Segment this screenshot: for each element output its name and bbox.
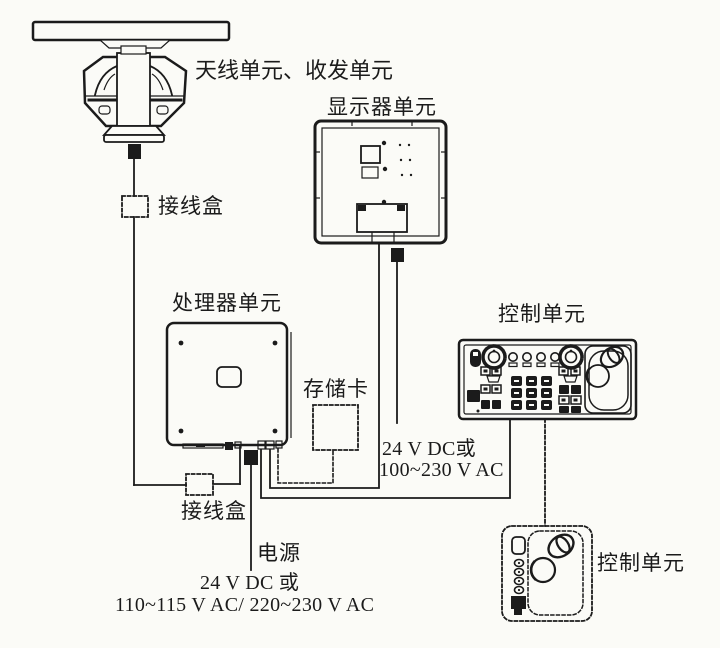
junction-box-antenna (121, 195, 149, 218)
junction-box-antenna-label: 接线盒 (158, 194, 224, 218)
display-unit-label: 显示器单元 (327, 95, 437, 119)
rear-panel-plate (360, 145, 381, 164)
display-power-spec-line2: 100~230 V AC (379, 459, 504, 481)
round-button-row (507, 351, 560, 368)
processor-power-spec-line2: 110~115 V AC/ 220~230 V AC (115, 594, 374, 616)
button-group-right (558, 366, 582, 413)
bottom-connector-strip (182, 440, 283, 450)
key-stacks-centre (511, 376, 552, 410)
rear-vent-dots (398, 143, 413, 177)
remote-palm-area (527, 530, 584, 616)
processor-case (165, 321, 289, 447)
monitor-rear-case (313, 119, 448, 245)
knob-left (481, 344, 507, 370)
memory-card-box (312, 404, 359, 451)
remote-left-controls (511, 536, 526, 615)
display-power-spec-line1: 24 V DC或 (382, 437, 476, 460)
pedestal-flare (101, 125, 167, 136)
display-signal-cable (269, 242, 380, 489)
button-group-left (480, 366, 502, 409)
antenna-bar (31, 20, 231, 42)
antenna-cable (133, 158, 241, 486)
case-screws (178, 340, 278, 434)
pedestal-column (116, 52, 151, 127)
antenna-unit-drawing (31, 20, 231, 159)
pedestal-base (103, 134, 165, 143)
remote-outline (501, 525, 593, 622)
monitor-inner-frame (321, 127, 440, 237)
remote-control-unit-drawing (501, 525, 593, 622)
scroll-wheel (599, 345, 625, 369)
remote-control-unit-label: 控制单元 (597, 551, 685, 575)
bezel-screws (315, 121, 446, 199)
pedestal-wing-details (86, 64, 184, 115)
case-nameplate (216, 366, 242, 388)
power-rocker (470, 349, 481, 367)
memory-card-label: 存储卡 (303, 377, 369, 401)
control-signal-cable (260, 418, 511, 499)
processor-unit-label: 处理器单元 (172, 291, 282, 315)
antenna-cable-connector (128, 144, 141, 159)
black-key-left (467, 390, 480, 402)
remote-connector (511, 596, 526, 609)
power-label: 电源 (257, 541, 301, 565)
processor-unit-drawing (165, 321, 292, 450)
power-rocker-notch (473, 352, 478, 356)
rear-panel-plate-small (361, 166, 379, 179)
control-unit-drawing (457, 338, 638, 421)
control-unit-label: 控制单元 (498, 302, 586, 326)
antenna-neck (120, 45, 147, 55)
antenna-unit-label: 天线单元、收发单元 (195, 58, 393, 83)
processor-power-spec-line1: 24 V DC 或 (200, 571, 299, 594)
display-unit-drawing (313, 119, 448, 245)
antenna-hub (98, 39, 172, 49)
memory-card-cable (277, 448, 334, 484)
junction-box-processor-label: 接线盒 (181, 499, 247, 523)
junction-box-processor (185, 473, 214, 496)
processor-power-connector (244, 450, 258, 465)
remote-scroll-wheel (547, 533, 575, 559)
trackball-section (584, 345, 632, 414)
block-tab-right (397, 205, 405, 211)
panel-led (476, 409, 480, 413)
display-power-connector (391, 248, 404, 262)
block-tab-left (358, 205, 366, 211)
